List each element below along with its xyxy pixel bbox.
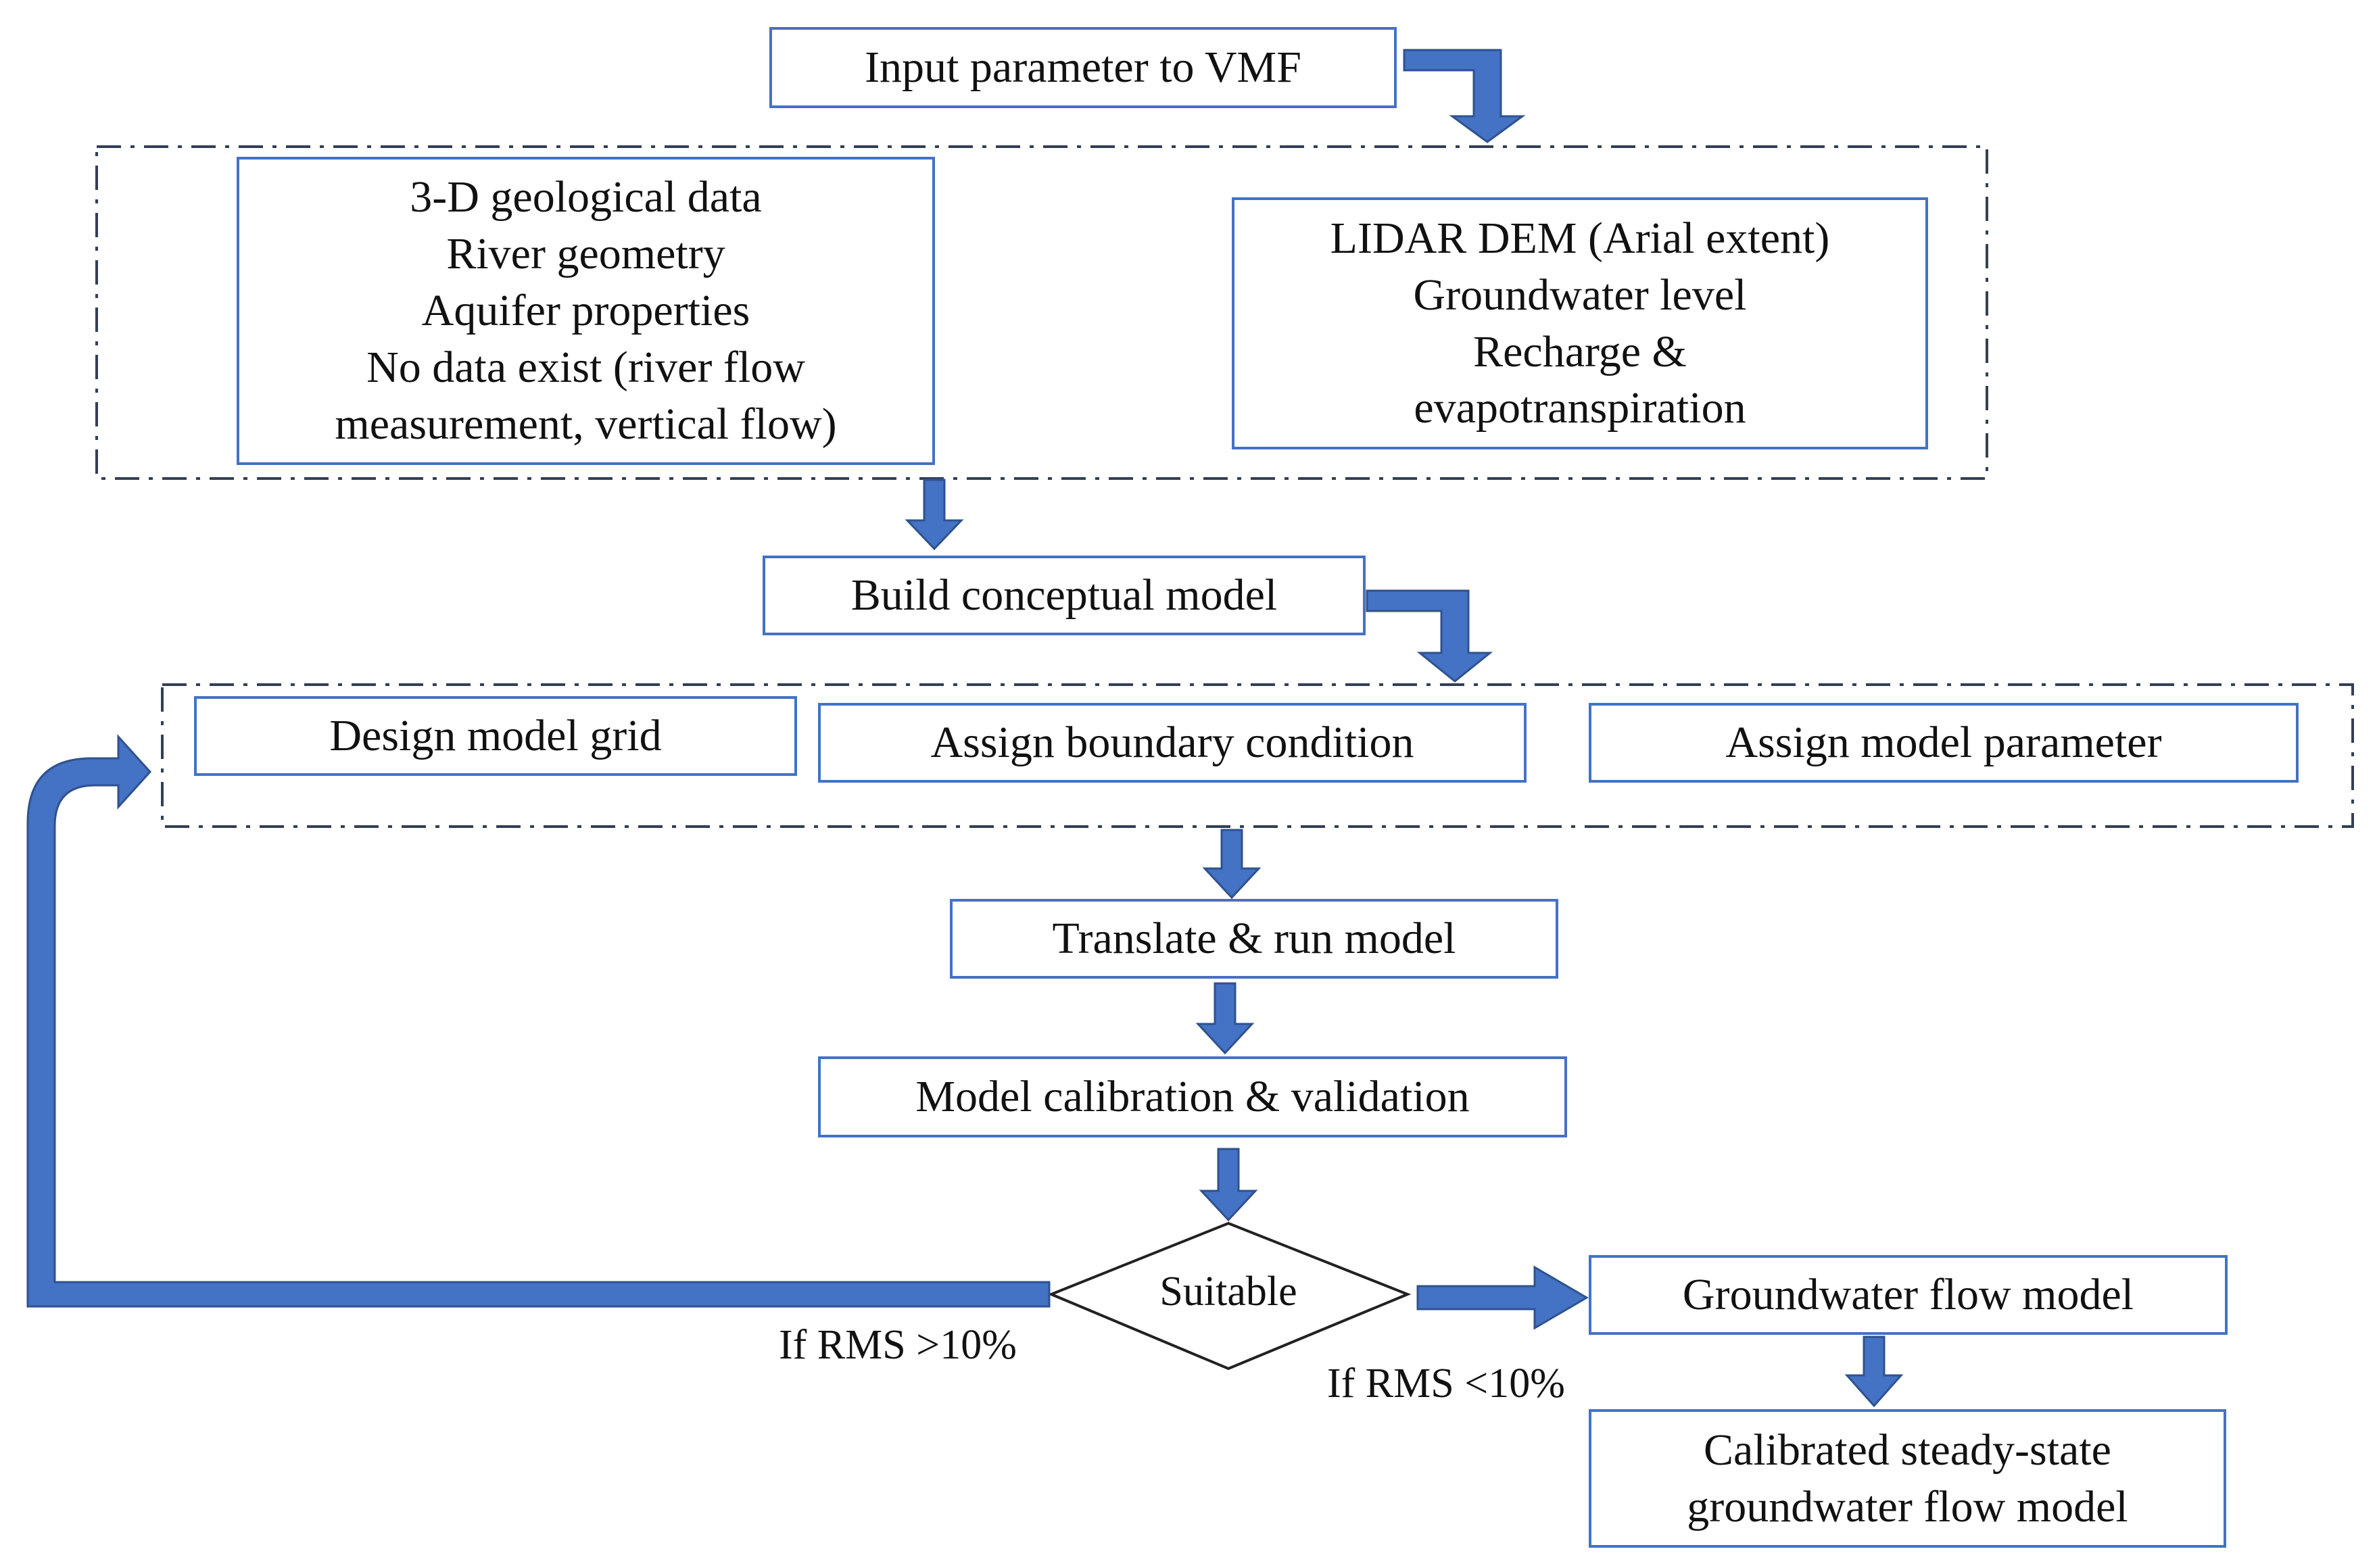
input-parameter-text: Input parameter to VMF: [865, 43, 1301, 93]
translate-run-model-box: Translate & run model: [950, 899, 1558, 979]
build-conceptual-model-text: Build conceptual model: [850, 570, 1278, 620]
design-model-grid-box: Design model grid: [194, 696, 797, 776]
arrow-setup-to-translate: [1202, 829, 1262, 900]
right-inputs-box: LIDAR DEM (Arial extent) Groundwater lev…: [1232, 197, 1928, 449]
build-conceptual-model-box: Build conceptual model: [763, 556, 1366, 635]
rms-low-text: If RMS <10%: [1327, 1361, 1565, 1406]
right-input-line: evapotranspiration: [1414, 383, 1746, 433]
assign-model-parameter-text: Assign model parameter: [1725, 718, 2162, 768]
groundwater-flow-model-box: Groundwater flow model: [1589, 1255, 2228, 1335]
assign-boundary-condition-box: Assign boundary condition: [818, 703, 1527, 783]
left-input-line: River geometry: [446, 229, 725, 279]
arrow-translate-to-calibration: [1195, 982, 1255, 1055]
arrow-group-to-build: [905, 479, 964, 551]
calibrated-model-line: Calibrated steady-state: [1704, 1425, 2111, 1475]
arrow-build-to-setup: [1366, 589, 1493, 683]
calibrated-model-line: groundwater flow model: [1687, 1481, 2128, 1532]
arrow-flow-to-calibrated: [1844, 1336, 1904, 1408]
right-inputs-lines: LIDAR DEM (Arial extent) Groundwater lev…: [1330, 210, 1830, 437]
arrow-input-to-group: [1403, 49, 1526, 143]
left-inputs-box: 3-D geological data River geometry Aquif…: [237, 157, 935, 465]
left-input-line: Aquifer properties: [421, 286, 750, 336]
assign-model-parameter-box: Assign model parameter: [1589, 703, 2299, 783]
model-setup-group: [161, 683, 2354, 828]
model-calibration-text: Model calibration & validation: [915, 1072, 1470, 1122]
rms-high-label: If RMS >10%: [779, 1321, 1017, 1369]
right-input-line: LIDAR DEM (Arial extent): [1330, 213, 1830, 263]
right-input-line: Recharge &: [1473, 326, 1687, 376]
left-inputs-lines: 3-D geological data River geometry Aquif…: [335, 169, 836, 452]
left-input-line: 3-D geological data: [410, 172, 762, 222]
arrow-suitable-to-flow-model: [1416, 1265, 1589, 1330]
rms-high-text: If RMS >10%: [779, 1322, 1017, 1368]
calibrated-model-box: Calibrated steady-state groundwater flow…: [1589, 1409, 2226, 1548]
model-calibration-box: Model calibration & validation: [818, 1056, 1567, 1137]
suitable-text: Suitable: [1159, 1269, 1297, 1315]
decision-diamond: [1047, 1221, 1412, 1371]
groundwater-flow-model-text: Groundwater flow model: [1682, 1270, 2134, 1320]
input-data-group: [95, 145, 1988, 480]
arrow-calibration-to-suitable: [1199, 1148, 1258, 1222]
translate-run-model-text: Translate & run model: [1052, 914, 1456, 964]
left-input-line: No data exist (river flow: [366, 342, 805, 392]
design-model-grid-text: Design model grid: [329, 711, 662, 761]
calibrated-model-lines: Calibrated steady-state groundwater flow…: [1687, 1422, 2128, 1536]
left-input-line: measurement, vertical flow): [335, 399, 837, 449]
input-parameter-box: Input parameter to VMF: [769, 27, 1397, 108]
assign-boundary-condition-text: Assign boundary condition: [930, 718, 1414, 768]
right-input-line: Groundwater level: [1413, 270, 1747, 320]
rms-low-label: If RMS <10%: [1327, 1360, 1565, 1408]
arrow-loop-back: [26, 734, 1051, 1308]
suitable-label: Suitable: [1093, 1268, 1364, 1316]
